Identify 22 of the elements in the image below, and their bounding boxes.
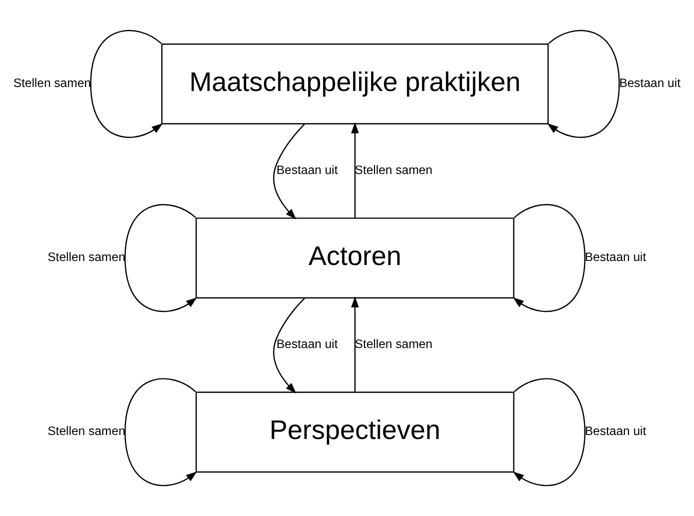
arrow bbox=[547, 30, 620, 138]
node-box: Actoren bbox=[196, 218, 514, 298]
arrow bbox=[90, 30, 163, 138]
edge-label: Stellen samen bbox=[48, 424, 126, 438]
edge-label: Bestaan uit bbox=[619, 76, 680, 90]
node-box: Perspectieven bbox=[196, 392, 514, 473]
arrow bbox=[124, 204, 198, 312]
edge-label: Bestaan uit bbox=[276, 337, 338, 352]
arrow bbox=[124, 378, 198, 486]
edge-label: Stellen samen bbox=[354, 337, 432, 352]
edge-label: Stellen samen bbox=[48, 250, 126, 264]
edge-label: Bestaan uit bbox=[276, 163, 338, 178]
arrow bbox=[512, 378, 586, 486]
edge-label: Bestaan uit bbox=[584, 250, 646, 264]
arrow bbox=[273, 124, 306, 220]
arrow bbox=[351, 122, 359, 218]
arrow bbox=[512, 204, 586, 312]
node-box: Maatschappelijke praktijken bbox=[161, 43, 549, 124]
arrow bbox=[273, 298, 306, 394]
edge-label: Bestaan uit bbox=[584, 424, 646, 438]
arrow bbox=[351, 296, 359, 392]
edge-label: Stellen samen bbox=[354, 163, 432, 178]
